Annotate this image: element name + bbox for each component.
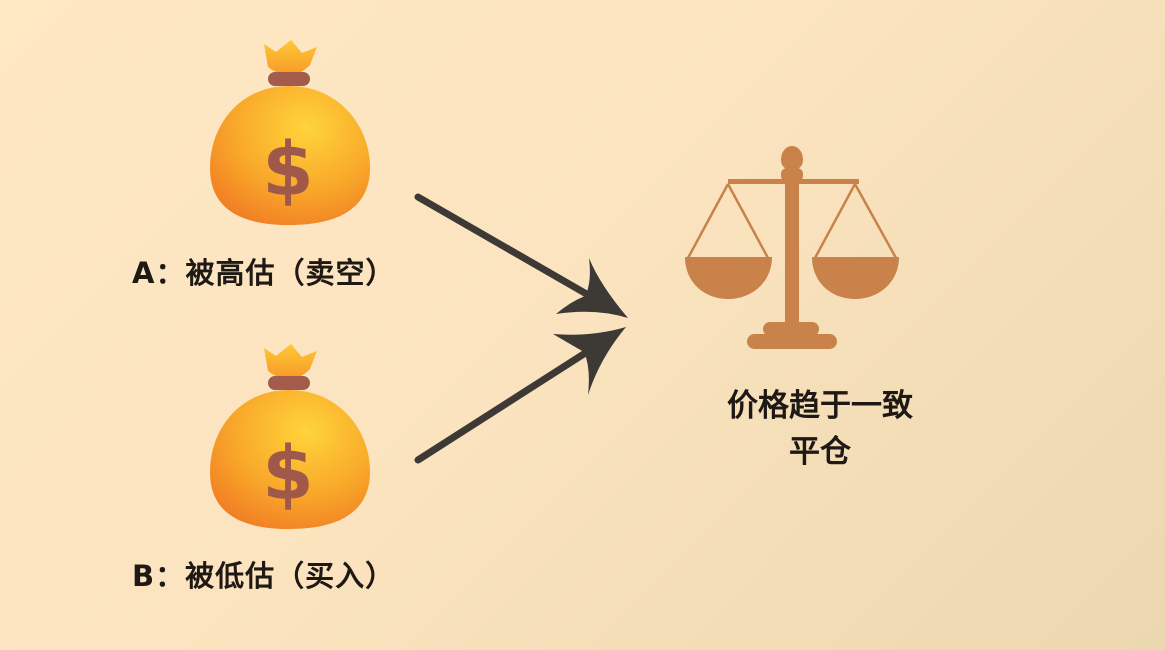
dollar-sign-icon: $ xyxy=(262,127,314,213)
money-bag-icon: $ xyxy=(210,344,370,529)
label-b-undervalued-buy: B：被低估（买入） xyxy=(132,559,396,593)
label-a-overvalued-short: A：被高估（卖空） xyxy=(132,256,396,290)
arrow-icon-b xyxy=(414,327,626,464)
balance-scale-icon xyxy=(685,146,899,349)
result-line-close-position: 平仓 xyxy=(789,434,851,470)
result-line-price-converge: 价格趋于一致 xyxy=(727,388,913,424)
dollar-sign-icon: $ xyxy=(262,431,314,517)
arrow-icon-a xyxy=(414,193,628,318)
money-bag-icon: $ xyxy=(210,40,370,225)
